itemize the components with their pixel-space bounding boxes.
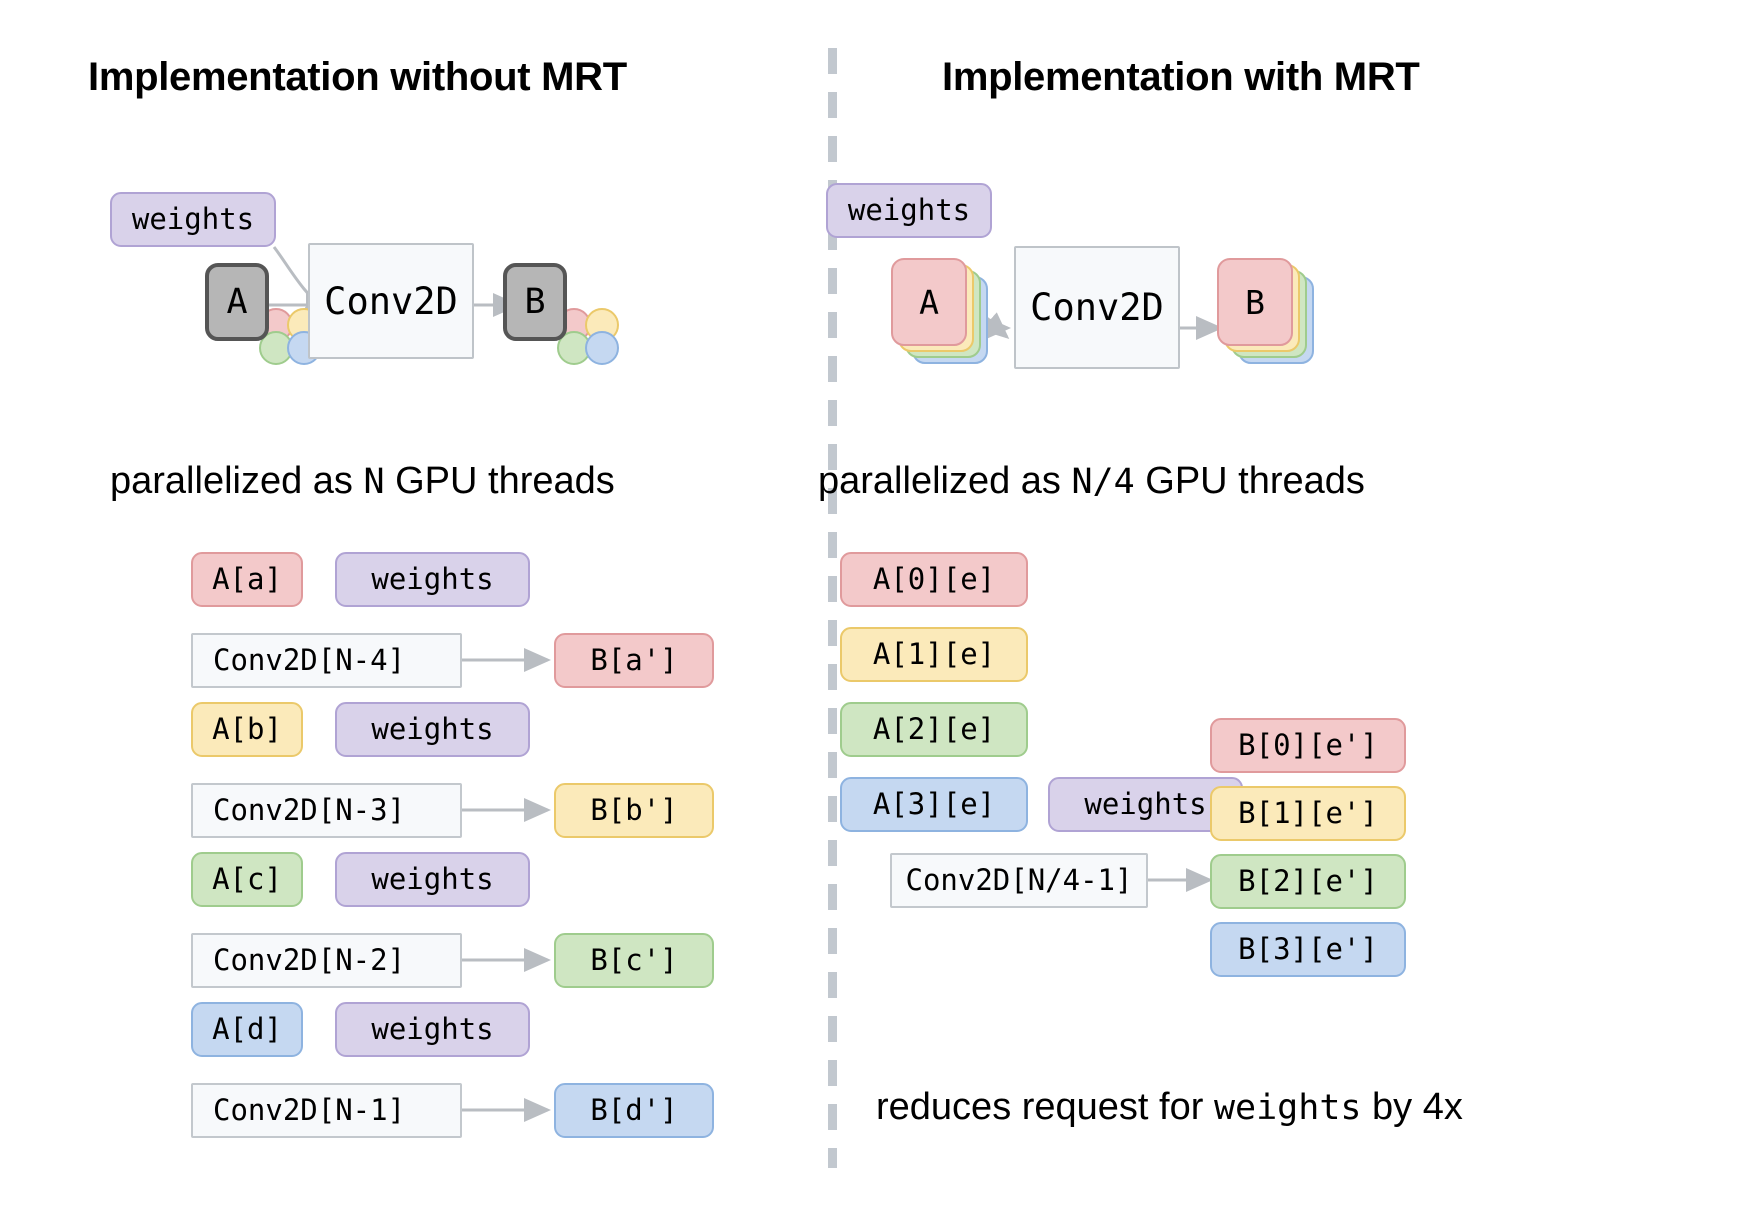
panel-without-mrt: Implementation without MRT weights A Con… (0, 0, 830, 1214)
left-caption-mono: N (363, 462, 385, 502)
thread-input-3: A[d] (191, 1002, 303, 1057)
left-output-node: B (503, 263, 567, 341)
thread-op-2: Conv2D[N-2] (191, 933, 462, 988)
right-weights-node: weights (826, 183, 992, 238)
right-output-node: B (1217, 258, 1293, 346)
mrt-op: Conv2D[N/4-1] (890, 853, 1148, 908)
thread-op-1: Conv2D[N-3] (191, 783, 462, 838)
thread-op-3: Conv2D[N-1] (191, 1083, 462, 1138)
left-op-node: Conv2D (308, 243, 474, 359)
thread-weights-0: weights (335, 552, 530, 607)
thread-output-3: B[d'] (554, 1083, 714, 1138)
right-input-node: A (891, 258, 967, 346)
thread-output-2: B[c'] (554, 933, 714, 988)
panel-with-mrt: Implementation with MRT weights A Conv2D… (818, 0, 1762, 1214)
thread-input-2: A[c] (191, 852, 303, 907)
right-op-node: Conv2D (1014, 246, 1180, 369)
mrt-output-3: B[3][e'] (1210, 922, 1406, 977)
mrt-input-3: A[3][e] (840, 777, 1028, 832)
right-caption-pre: parallelized as (818, 460, 1072, 502)
left-panel-heading: Implementation without MRT (88, 55, 627, 99)
left-weights-node: weights (110, 192, 276, 247)
thread-weights-2: weights (335, 852, 530, 907)
mrt-input-2: A[2][e] (840, 702, 1028, 757)
left-input-node: A (205, 263, 269, 341)
right-caption: parallelized as N/4 GPU threads (818, 460, 1365, 503)
thread-weights-1: weights (335, 702, 530, 757)
right-footer-post: by 4x (1361, 1086, 1463, 1128)
right-panel-heading: Implementation with MRT (942, 55, 1420, 99)
mrt-output-0: B[0][e'] (1210, 718, 1406, 773)
right-footer: reduces request for weights by 4x (876, 1086, 1463, 1129)
left-caption: parallelized as N GPU threads (110, 460, 615, 503)
mrt-input-1: A[1][e] (840, 627, 1028, 682)
mrt-output-1: B[1][e'] (1210, 786, 1406, 841)
right-caption-mono: N/4 (1071, 462, 1135, 502)
right-footer-pre: reduces request for (876, 1086, 1214, 1128)
left-caption-post: GPU threads (384, 460, 615, 502)
mrt-output-2: B[2][e'] (1210, 854, 1406, 909)
thread-output-0: B[a'] (554, 633, 714, 688)
left-caption-pre: parallelized as (110, 460, 364, 502)
right-caption-post: GPU threads (1134, 460, 1365, 502)
thread-input-1: A[b] (191, 702, 303, 757)
thread-output-1: B[b'] (554, 783, 714, 838)
panel-divider (828, 48, 837, 1168)
out-dot-blue (585, 331, 619, 365)
thread-weights-3: weights (335, 1002, 530, 1057)
mrt-input-0: A[0][e] (840, 552, 1028, 607)
thread-op-0: Conv2D[N-4] (191, 633, 462, 688)
thread-input-0: A[a] (191, 552, 303, 607)
right-footer-mono: weights (1213, 1088, 1362, 1128)
